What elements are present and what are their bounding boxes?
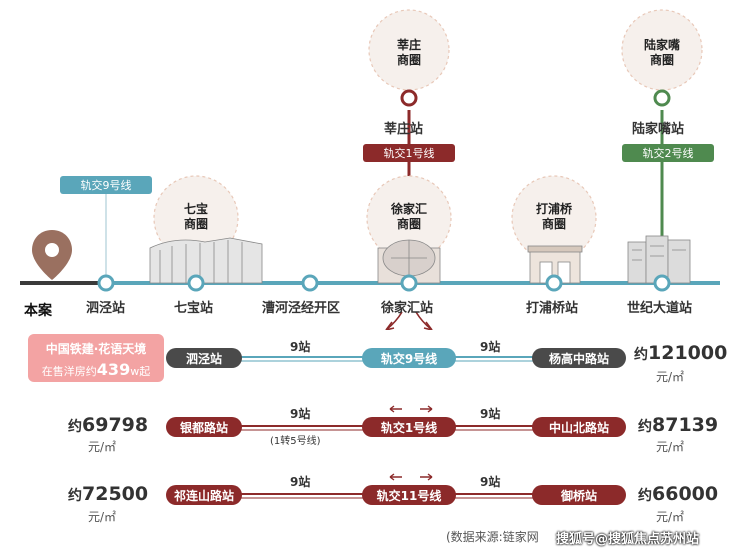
hub-line1: 徐家汇 — [390, 202, 427, 216]
row3-price-right: 约66000 — [638, 483, 718, 505]
data-source: (数据来源:链家网 — [446, 530, 539, 544]
row2-left-station: 银都路站 — [166, 417, 242, 437]
tag-line9: 轨交9号线 — [60, 176, 152, 194]
station-xujiahui: 徐家汇站 — [381, 301, 434, 316]
row2-right-station: 中山北路站 — [532, 417, 626, 437]
hub-lujiazui: 陆家嘴 商圈 — [632, 38, 692, 68]
row2-stops-right: 9站 — [480, 407, 501, 421]
price-prefix: 约 — [638, 488, 652, 504]
station-caohejing: 漕河泾经开区 — [262, 301, 341, 316]
row2-price-left: 约69798 — [68, 414, 148, 436]
hub-qibao: 七宝 商圈 — [166, 202, 226, 232]
row1-line: 轨交9号线 — [362, 348, 456, 368]
row2-line: 轨交1号线 — [362, 417, 456, 437]
row3-price-left: 约72500 — [68, 483, 148, 505]
project-name: 中国铁建·花语天境 — [45, 342, 147, 356]
station-xinzhuang: 莘庄站 — [384, 122, 424, 137]
row1-stops-right: 9站 — [480, 340, 501, 354]
hub-line1: 打浦桥 — [535, 202, 572, 216]
row3-right-station: 御桥站 — [532, 485, 626, 505]
location-pin-icon — [32, 230, 72, 280]
hub-line1: 莘庄 — [396, 38, 421, 52]
price-prefix: 约 — [634, 347, 648, 363]
price-prefix: 约 — [68, 488, 82, 504]
price-value: 72500 — [82, 483, 149, 505]
row3-stops-right: 9站 — [480, 475, 501, 489]
station-sijing: 泗泾站 — [86, 301, 126, 316]
row1-right-station: 杨高中路站 — [532, 348, 626, 368]
project-price-value: 439 — [96, 360, 131, 379]
row1-left-station: 泗泾站 — [166, 348, 242, 368]
row1-stops-left: 9站 — [290, 340, 311, 354]
price-prefix: 约 — [638, 419, 652, 435]
route-map — [20, 9, 720, 330]
hub-line2: 商圈 — [541, 217, 566, 231]
row2-stops-left: 9站 — [290, 407, 311, 421]
hub-xujiahui: 徐家汇 商圈 — [379, 202, 439, 232]
hub-line2: 商圈 — [396, 53, 421, 67]
station-qibao: 七宝站 — [174, 301, 214, 316]
price-prefix: 约 — [68, 419, 82, 435]
station-lujiazui: 陆家嘴站 — [632, 122, 685, 137]
hub-line2: 商圈 — [183, 217, 208, 231]
station-century-avenue: 世纪大道站 — [627, 301, 693, 316]
price-value: 69798 — [82, 414, 149, 436]
row2-unit-left: 元/㎡ — [88, 440, 117, 454]
watermark: 搜狐号@搜狐焦点苏州站 — [556, 532, 700, 547]
arrows-line1-icon — [389, 405, 433, 413]
arrows-line11-icon — [389, 473, 433, 481]
row3-unit-right: 元/㎡ — [656, 510, 685, 524]
row2-price-right: 约87139 — [638, 414, 718, 436]
price-value: 87139 — [652, 414, 719, 436]
tag-line1: 轨交1号线 — [363, 144, 455, 162]
row2-unit-right: 元/㎡ — [656, 440, 685, 454]
row3-left-station: 祁连山路站 — [166, 485, 242, 505]
station-project: 本案 — [24, 303, 52, 319]
tag-line2: 轨交2号线 — [622, 144, 714, 162]
project-card: 中国铁建·花语天境 在售洋房约439w起 — [28, 334, 164, 382]
project-price-prefix: 在售洋房约 — [41, 365, 97, 378]
project-price: 在售洋房约439w起 — [28, 360, 164, 379]
price-value: 121000 — [648, 342, 728, 364]
row3-line: 轨交11号线 — [362, 485, 456, 505]
hub-dapuqiao: 打浦桥 商圈 — [524, 202, 584, 232]
row3-stops-left: 9站 — [290, 475, 311, 489]
hub-xinzhuang: 莘庄 商圈 — [379, 38, 439, 68]
row1-unit: 元/㎡ — [656, 370, 685, 384]
project-price-unit: w起 — [130, 365, 151, 378]
direction-arrows-icon — [385, 311, 433, 330]
century-avenue-building — [627, 235, 691, 284]
price-value: 66000 — [652, 483, 719, 505]
hub-line2: 商圈 — [396, 217, 421, 231]
row2-transfer-note: (1转5号线) — [270, 436, 321, 447]
hub-line1: 七宝 — [183, 202, 208, 216]
station-dapuqiao: 打浦桥站 — [526, 301, 579, 316]
row3-unit-left: 元/㎡ — [88, 510, 117, 524]
row1-price-right: 约121000 — [634, 342, 727, 364]
station-markers — [97, 274, 671, 292]
hub-line1: 陆家嘴 — [643, 38, 680, 52]
hub-line2: 商圈 — [649, 53, 674, 67]
qibao-building — [149, 237, 263, 284]
